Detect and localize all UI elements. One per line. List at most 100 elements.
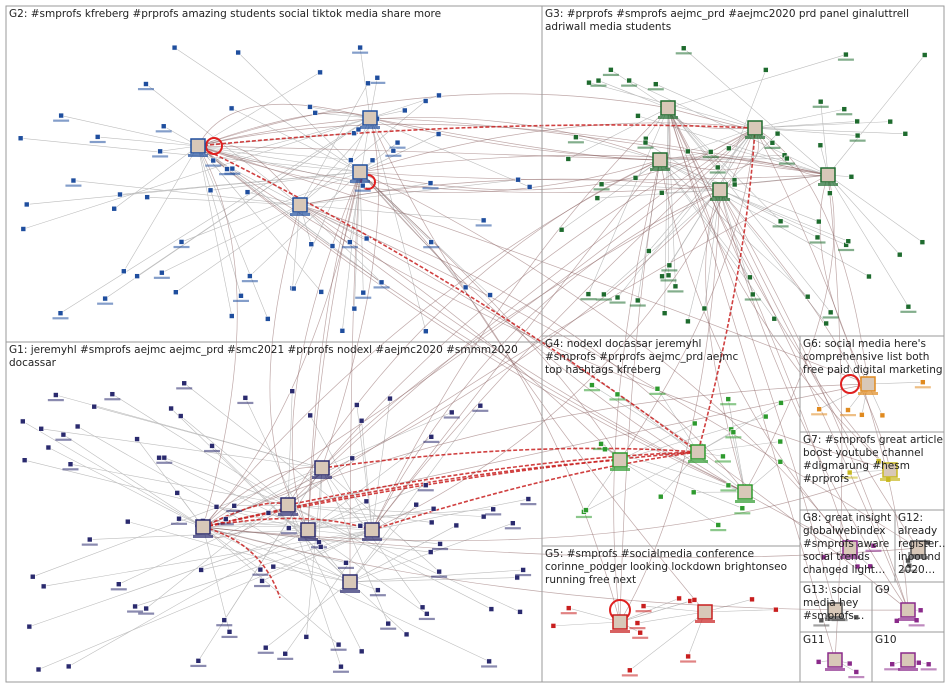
edge: [114, 145, 199, 209]
edge: [359, 122, 756, 173]
node: [176, 515, 182, 522]
node-label-mark: [380, 627, 397, 630]
node-label-mark: [714, 460, 731, 463]
edge: [197, 72, 321, 147]
node-label-mark: [373, 286, 390, 289]
node: [905, 303, 912, 310]
node-label-mark: [650, 168, 670, 171]
node-label-mark: [155, 130, 172, 133]
node: [168, 405, 174, 412]
node-label-mark: [695, 620, 715, 623]
node: [777, 438, 784, 445]
node: [565, 156, 572, 162]
edge: [197, 145, 746, 493]
edge: [369, 117, 661, 161]
edge-highlight: [697, 127, 756, 453]
edge: [306, 467, 323, 637]
node: [486, 658, 492, 665]
group-box-g5: [541, 545, 801, 683]
edge: [307, 171, 361, 531]
node: [804, 293, 811, 300]
node: [228, 105, 235, 112]
node-label-mark: [385, 154, 402, 157]
node: [627, 667, 633, 674]
node-label-mark: [822, 316, 839, 319]
edge: [307, 501, 367, 531]
node: [134, 273, 140, 279]
group-box-g10: [871, 631, 945, 683]
node-label-mark: [667, 290, 684, 293]
node: [390, 147, 397, 154]
edge: [202, 526, 490, 662]
node-label-mark: [55, 438, 72, 441]
node: [614, 294, 621, 301]
node: [652, 81, 659, 87]
node: [424, 611, 430, 617]
hub-node: [860, 376, 876, 392]
self-loop: [840, 374, 860, 394]
edge: [754, 121, 891, 129]
node: [209, 443, 215, 449]
edge: [201, 529, 373, 571]
edge: [819, 174, 869, 385]
node: [144, 194, 150, 200]
edge: [89, 529, 309, 540]
hub-node: [364, 522, 380, 538]
node: [387, 395, 393, 402]
edge: [655, 83, 756, 129]
edge: [359, 171, 829, 181]
node: [771, 315, 778, 322]
node: [195, 658, 202, 664]
edge: [617, 394, 746, 493]
node: [363, 498, 370, 505]
node-label-mark: [898, 618, 918, 621]
node: [354, 402, 360, 408]
node: [777, 458, 784, 465]
node: [896, 251, 903, 258]
node: [143, 81, 149, 87]
node: [526, 184, 533, 190]
node-label-mark: [635, 610, 652, 613]
edge: [202, 526, 339, 645]
node: [67, 461, 74, 468]
hub-node: [612, 452, 628, 468]
node: [307, 104, 313, 110]
node: [115, 581, 122, 588]
node-label-mark: [610, 468, 630, 471]
edge: [667, 107, 669, 276]
edge: [293, 117, 371, 289]
edge: [170, 408, 351, 583]
node: [338, 663, 344, 670]
node-label-mark: [352, 51, 369, 54]
node: [690, 489, 697, 496]
node-label-mark: [778, 162, 795, 165]
node-label-mark: [110, 588, 127, 591]
node: [480, 217, 487, 224]
node: [814, 234, 821, 241]
node: [720, 453, 726, 460]
node: [358, 648, 365, 655]
node: [462, 284, 469, 291]
edge: [197, 145, 333, 247]
node-label-mark: [389, 146, 406, 149]
node-label-mark: [481, 665, 498, 668]
node: [769, 139, 776, 146]
edge-highlight: [202, 459, 621, 528]
edge: [181, 171, 361, 243]
node-label-mark: [232, 299, 249, 303]
hub-node: [910, 540, 926, 556]
node: [731, 181, 738, 188]
edge: [321, 467, 389, 624]
node-label-mark: [360, 126, 380, 129]
node-label-mark: [744, 298, 761, 301]
edge: [683, 48, 829, 176]
node: [820, 554, 827, 561]
edge: [210, 171, 361, 191]
node-label-mark: [190, 664, 207, 668]
node: [762, 413, 769, 420]
node-label-mark: [649, 392, 666, 395]
node: [427, 180, 434, 186]
node: [357, 44, 363, 51]
node: [317, 544, 324, 550]
node: [657, 493, 664, 500]
